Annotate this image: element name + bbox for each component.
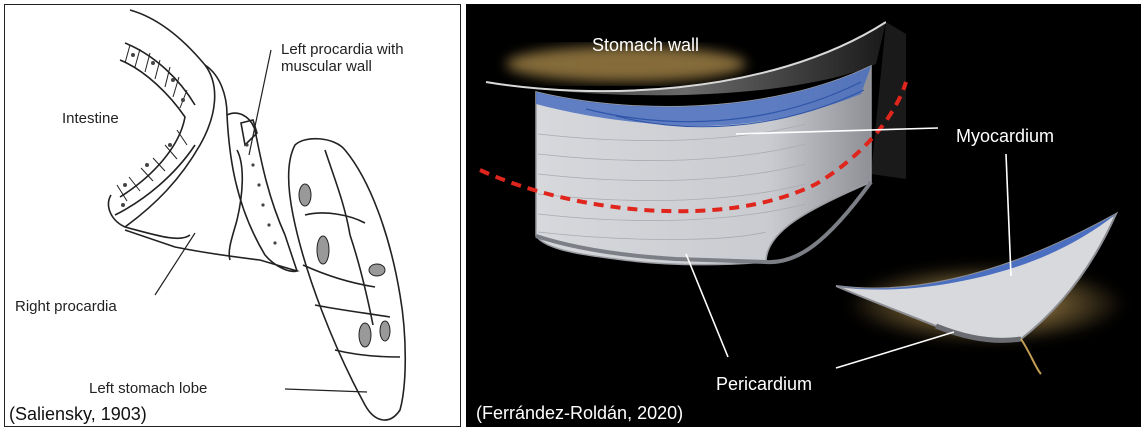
right-procardia-label: Right procardia xyxy=(15,298,117,315)
right-credit: (Ferrández-Roldán, 2020) xyxy=(476,403,684,423)
right-illustration-panel: Stomach wall Myocardium Pericardium (Fer… xyxy=(466,4,1141,427)
stomach-lobe-drawing xyxy=(287,137,407,421)
stomach-wall-label: Stomach wall xyxy=(592,35,700,55)
cross-section-shape xyxy=(835,211,1126,375)
intestine-label: Intestine xyxy=(62,110,119,127)
stomach-wall-shape xyxy=(485,21,906,179)
myocardium-label: Myocardium xyxy=(956,126,1055,146)
intestine-drawing xyxy=(107,9,216,240)
pericardium-label: Pericardium xyxy=(716,374,813,394)
saliensky-line-drawing xyxy=(107,9,407,421)
procardia-drawing xyxy=(124,64,300,273)
cut-line xyxy=(479,81,908,214)
left-procardia-label: Left procardia with muscular wall xyxy=(281,41,404,76)
left-credit: (Saliensky, 1903) xyxy=(9,404,147,424)
left-illustration-panel: Intestine Left procardia with muscular w… xyxy=(4,4,461,427)
left-stomach-lobe-label: Left stomach lobe xyxy=(89,380,208,397)
leader-lines xyxy=(154,49,368,393)
leader-lines-right xyxy=(685,127,1012,369)
heart-tube-sheet xyxy=(535,64,873,266)
ferrandez-roldan-schematic xyxy=(479,21,1126,375)
